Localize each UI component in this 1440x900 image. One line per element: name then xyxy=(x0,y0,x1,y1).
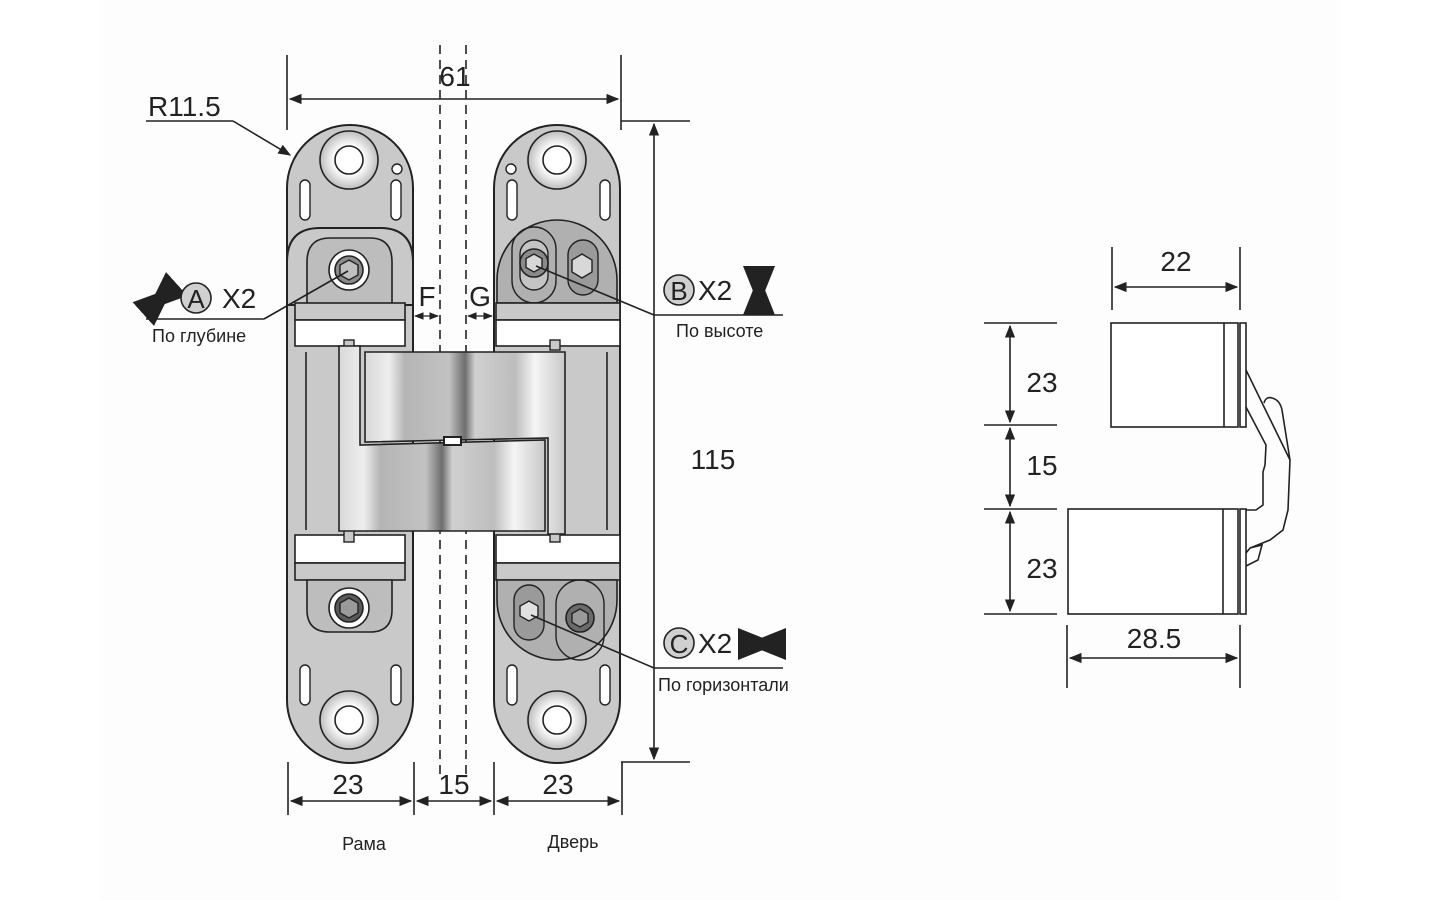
door-label: Дверь xyxy=(548,832,599,852)
letter-c-badge xyxy=(663,627,695,659)
dimension-height xyxy=(621,120,690,763)
count-b: X2 xyxy=(698,275,732,306)
radius-label: R11.5 xyxy=(148,91,221,122)
gap-f-label: F xyxy=(418,281,435,312)
side-bottom-block xyxy=(1067,508,1239,615)
diagonal-double-arrow-icon xyxy=(132,272,188,326)
hinge-knuckle xyxy=(338,339,566,543)
adjustment-b: B X2 По высоте xyxy=(535,265,783,341)
count-c: X2 xyxy=(698,628,732,659)
letter-b-badge xyxy=(663,274,695,306)
side-view xyxy=(984,247,1291,688)
side-dimension-gap-height: 15 xyxy=(1026,450,1057,481)
dimension-overall-width xyxy=(286,55,622,130)
letter-a: A xyxy=(187,284,205,314)
hex-screw-b-icon xyxy=(525,253,543,273)
dimension-115-label: 115 xyxy=(691,444,736,475)
caption-height: По высоте xyxy=(676,321,763,341)
dimension-bottom-widths xyxy=(287,762,623,815)
hex-screw-icon xyxy=(571,608,589,628)
gap-g-label: G xyxy=(469,281,491,312)
dimension-gap-width: 15 xyxy=(438,769,469,800)
radius-leader-arrow xyxy=(232,120,292,156)
hex-screw-a-icon xyxy=(339,259,359,281)
caption-horizontal: По горизонтали xyxy=(658,675,789,695)
caption-depth: По глубине xyxy=(152,326,246,346)
dimension-door-width: 23 xyxy=(542,769,573,800)
hex-screw-icon xyxy=(339,597,359,619)
adjustment-a: A X2 По глубине xyxy=(132,270,349,346)
side-top-block xyxy=(1110,322,1239,428)
frame-label: Рама xyxy=(342,834,387,854)
hex-screw-icon xyxy=(571,253,593,279)
letter-c: C xyxy=(670,629,689,659)
adjustment-c: C X2 По горизонтали xyxy=(530,614,789,695)
dimension-61-label: 61 xyxy=(439,61,470,92)
count-a: X2 xyxy=(222,283,256,314)
letter-b: B xyxy=(670,276,687,306)
side-dimension-top-height: 23 xyxy=(1026,367,1057,398)
side-dimension-bottom-height: 23 xyxy=(1026,553,1057,584)
side-dimension-bottom-width: 28.5 xyxy=(1127,623,1182,654)
hex-screw-c-icon xyxy=(519,600,539,622)
letter-a-badge xyxy=(180,282,212,314)
side-dimension-top-width: 22 xyxy=(1160,246,1191,277)
dimension-frame-width: 23 xyxy=(332,769,363,800)
